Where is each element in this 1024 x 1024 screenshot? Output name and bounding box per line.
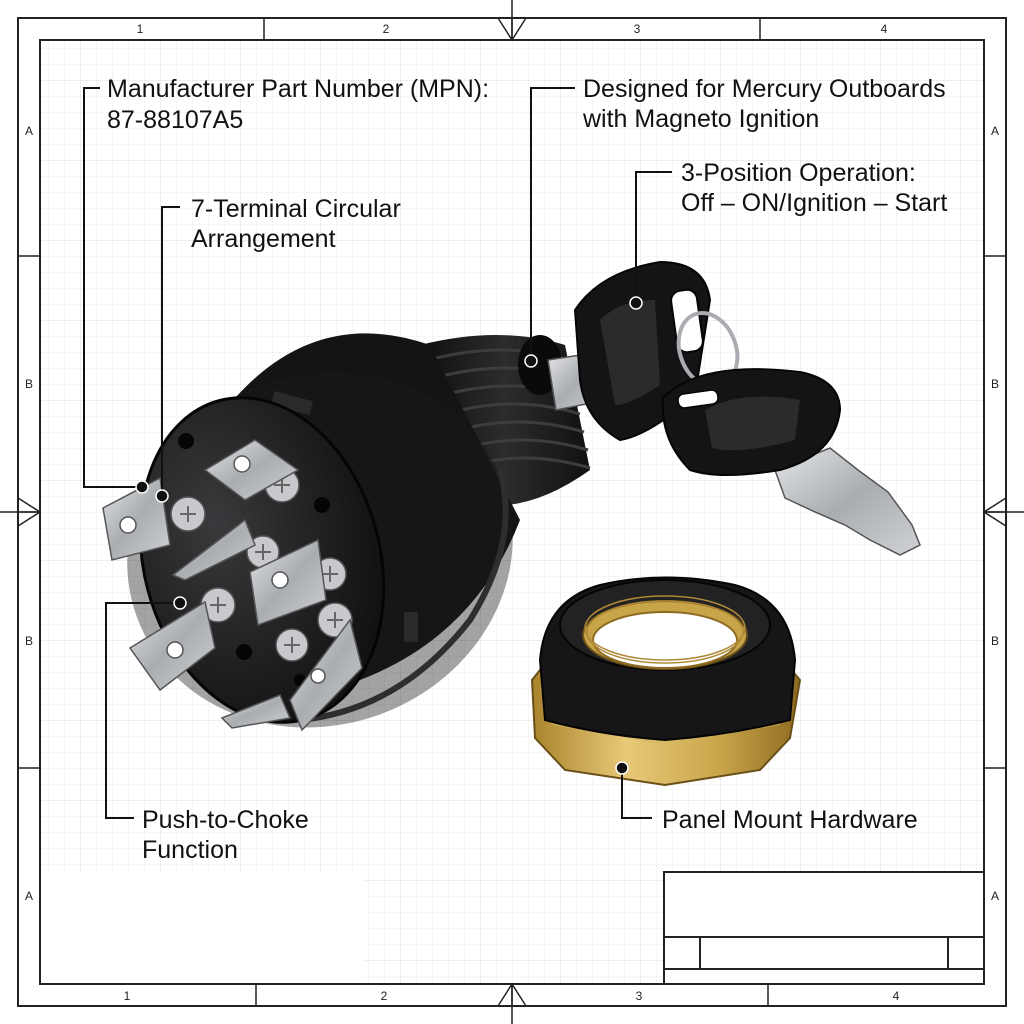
callout-terminal-line1: 7-Terminal Circular bbox=[191, 195, 401, 223]
leader-dot-mpn bbox=[135, 480, 149, 494]
callout-mpn-line2: 87-88107A5 bbox=[107, 106, 243, 134]
zone-labels: 1 2 3 4 1 2 3 4 A B B A A B B A bbox=[25, 22, 999, 1003]
spade-terminal-1 bbox=[102, 476, 171, 561]
zone-col-1-bottom: 1 bbox=[124, 989, 131, 1003]
callout-choke-line2: Function bbox=[142, 836, 238, 864]
callout-designed-line1: Designed for Mercury Outboards bbox=[583, 75, 946, 103]
zone-col-3-bottom: 3 bbox=[636, 989, 643, 1003]
zone-col-2-bottom: 2 bbox=[381, 989, 388, 1003]
panel-mount-nut bbox=[530, 576, 802, 787]
leader-dot-terminal bbox=[155, 489, 169, 503]
zone-col-1-top: 1 bbox=[137, 22, 144, 36]
leader-dot-position bbox=[629, 296, 643, 310]
leader-terminal bbox=[161, 206, 180, 496]
spade-terminal-6 bbox=[289, 618, 363, 732]
spade-terminal-4 bbox=[249, 538, 327, 627]
zone-row-4-right: A bbox=[991, 889, 999, 903]
zone-row-3-left: B bbox=[25, 634, 33, 648]
callout-choke-line1: Push-to-Choke bbox=[142, 806, 309, 834]
leader-lines bbox=[83, 87, 672, 819]
zone-col-4-top: 4 bbox=[881, 22, 888, 36]
leader-mpn bbox=[83, 87, 142, 488]
callout-terminal-line2: Arrangement bbox=[191, 225, 336, 253]
zone-row-1-right: A bbox=[991, 124, 999, 138]
key-front bbox=[661, 368, 921, 556]
spade-terminal-3 bbox=[171, 518, 256, 581]
title-block bbox=[663, 871, 985, 985]
callout-mpn-line1: Manufacturer Part Number (MPN): bbox=[107, 75, 489, 103]
zone-row-1-left: A bbox=[25, 124, 33, 138]
leader-dot-choke bbox=[173, 596, 187, 610]
zone-col-4-bottom: 4 bbox=[893, 989, 900, 1003]
zone-col-3-top: 3 bbox=[634, 22, 641, 36]
title-block-blank bbox=[40, 872, 365, 984]
ignition-switch-illustration bbox=[102, 260, 921, 787]
spade-terminal-5 bbox=[128, 600, 216, 692]
key-set bbox=[573, 260, 921, 556]
zone-row-2-right: B bbox=[991, 377, 999, 391]
spade-terminal-7 bbox=[220, 694, 292, 729]
zone-row-2-left: B bbox=[25, 377, 33, 391]
callout-position-line1: 3-Position Operation: bbox=[681, 159, 916, 187]
leader-designed bbox=[530, 87, 575, 361]
zone-row-4-left: A bbox=[25, 889, 33, 903]
leader-panel bbox=[621, 768, 652, 819]
callout-position-line2: Off – ON/Ignition – Start bbox=[681, 189, 947, 217]
zone-col-2-top: 2 bbox=[383, 22, 390, 36]
callout-panel-line1: Panel Mount Hardware bbox=[662, 806, 918, 834]
leader-position bbox=[635, 171, 672, 303]
spade-terminal-2 bbox=[203, 439, 300, 501]
leader-dot-designed bbox=[524, 354, 538, 368]
callout-labels: Manufacturer Part Number (MPN): 87-88107… bbox=[107, 75, 947, 864]
callout-designed-line2: with Magneto Ignition bbox=[582, 105, 819, 133]
spade-terminals bbox=[102, 439, 363, 732]
zone-row-3-right: B bbox=[991, 634, 999, 648]
leader-dot-panel bbox=[615, 761, 629, 775]
leader-choke bbox=[105, 602, 180, 819]
